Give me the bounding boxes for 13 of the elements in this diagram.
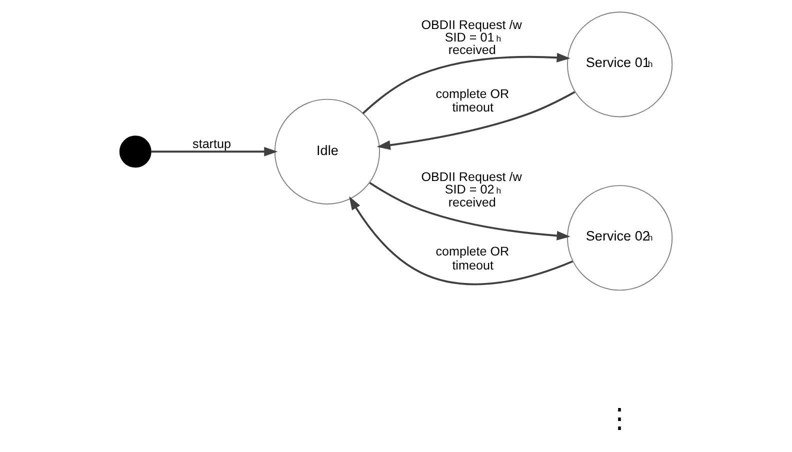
arrow [362, 52, 570, 114]
arrow [349, 196, 573, 286]
arrow [369, 182, 570, 240]
node-circle [119, 136, 152, 168]
label: ⋮ [606, 402, 634, 434]
edge-label: complete OR timeout [436, 86, 510, 114]
edge-label: startup [192, 137, 231, 152]
edge-label: OBDII Request /w SID = 01h received [421, 18, 522, 58]
arrow [150, 146, 278, 156]
node-circle: Idle [274, 98, 380, 204]
arrow [376, 91, 576, 150]
edge-label: complete OR timeout [436, 244, 510, 272]
edge-label: OBDII Request /w SID = 02h received [421, 170, 522, 210]
